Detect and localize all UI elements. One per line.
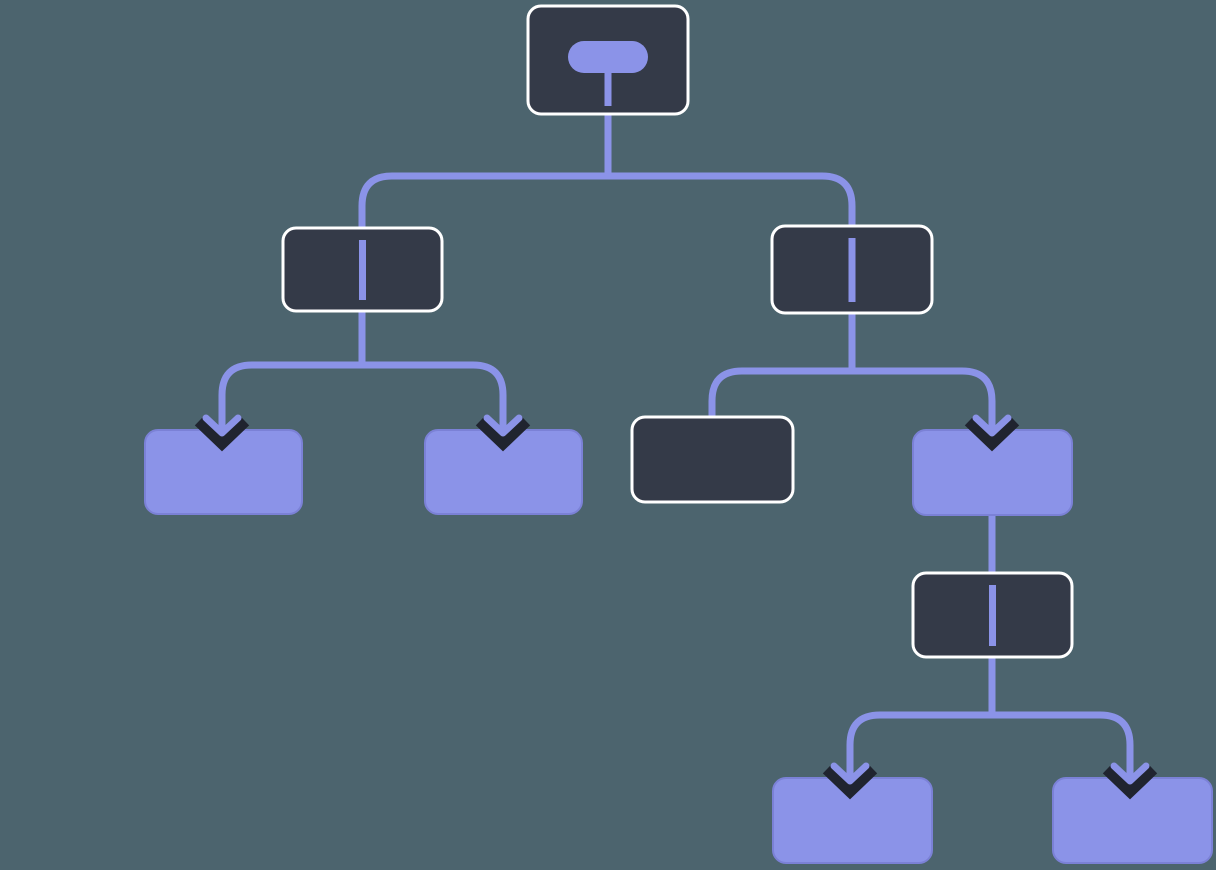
connector-edge [358, 114, 856, 228]
root-pill-icon [568, 41, 648, 73]
tree-node-leaf-dark[interactable] [630, 415, 795, 504]
chevron-outline [194, 414, 250, 452]
node-box[interactable] [630, 415, 795, 504]
chevron-outline [1102, 762, 1158, 800]
arrowhead-chevron-icon [475, 406, 531, 452]
arrowhead-chevron-icon [1102, 754, 1158, 800]
chevron-outline [475, 414, 531, 452]
connector-edge [708, 313, 996, 433]
chevron-outline [964, 414, 1020, 452]
arrowhead-chevron-icon [964, 406, 1020, 452]
tree-node-branch-left[interactable] [281, 226, 444, 313]
tree-node-branch-lower[interactable] [911, 571, 1074, 659]
edges-layer [218, 114, 1134, 781]
arrow-head [972, 414, 1012, 437]
connector-edge [218, 311, 507, 433]
arrowhead-chevron-icon [194, 406, 250, 452]
arrowhead-chevron-icon [822, 754, 878, 800]
tree-node-branch-right[interactable] [770, 224, 934, 315]
arrow-head [202, 414, 242, 437]
chevron-outline [822, 762, 878, 800]
arrows-layer [194, 406, 1158, 800]
nodes-layer [144, 4, 1213, 864]
arrow-head [483, 414, 523, 437]
connector-edge [846, 657, 1134, 781]
arrow-head [1110, 762, 1150, 785]
arrow-head [830, 762, 870, 785]
tree-node-root[interactable] [526, 4, 690, 116]
